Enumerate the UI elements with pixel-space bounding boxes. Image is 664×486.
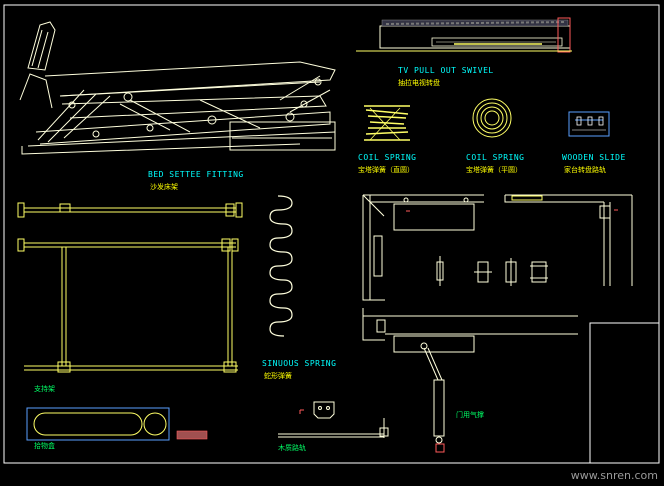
label-wooden-slide: WOODEN SLIDE [562, 153, 626, 162]
hinge-fittings [436, 256, 548, 286]
label-coil-spring-1-cn: 宝塔弹簧（直圆） [358, 166, 414, 174]
label-wooden-slide-cn: 家台转盘路轨 [564, 166, 606, 174]
label-bed-settee: BED SETTEE FITTING [148, 170, 244, 179]
label-coil-spring-2: COIL SPRING [466, 153, 525, 162]
label-coil-spring-2-cn: 宝塔弹簧（平圆） [466, 166, 522, 174]
storage-box [26, 407, 208, 441]
label-bed-settee-cn: 沙发床架 [150, 183, 178, 191]
label-door-strut-cn: 门用气撑 [456, 411, 484, 419]
label-sinuous-spring-cn: 蛇形弹簧 [264, 372, 292, 380]
bed-settee-fitting [19, 21, 336, 155]
label-support-frame-cn: 支持架 [34, 385, 55, 393]
drawing-frame [3, 4, 660, 464]
label-sinuous-spring: SINUOUS SPRING [262, 359, 337, 368]
coil-spring-flat [472, 98, 512, 138]
cabinet-corner-detail [362, 194, 633, 301]
watermark: www.snren.com [570, 469, 658, 482]
label-storage-box-cn: 拾物盒 [34, 442, 55, 450]
coil-spring-straight [364, 105, 410, 141]
label-wood-rail-cn: 木质路轨 [278, 444, 306, 452]
wood-rail [278, 401, 389, 438]
door-gas-strut [362, 308, 578, 453]
label-coil-spring-1: COIL SPRING [358, 153, 417, 162]
sinuous-spring [269, 195, 293, 337]
support-frame [17, 202, 243, 373]
wooden-slide-icon [568, 111, 610, 137]
title-block [589, 322, 659, 463]
label-tv-swivel: TV PULL OUT SWIVEL [398, 66, 494, 75]
dimension-marks [300, 209, 618, 411]
tv-pull-out-swivel [356, 17, 572, 53]
label-tv-swivel-cn: 抽拉电视转盘 [398, 79, 440, 87]
